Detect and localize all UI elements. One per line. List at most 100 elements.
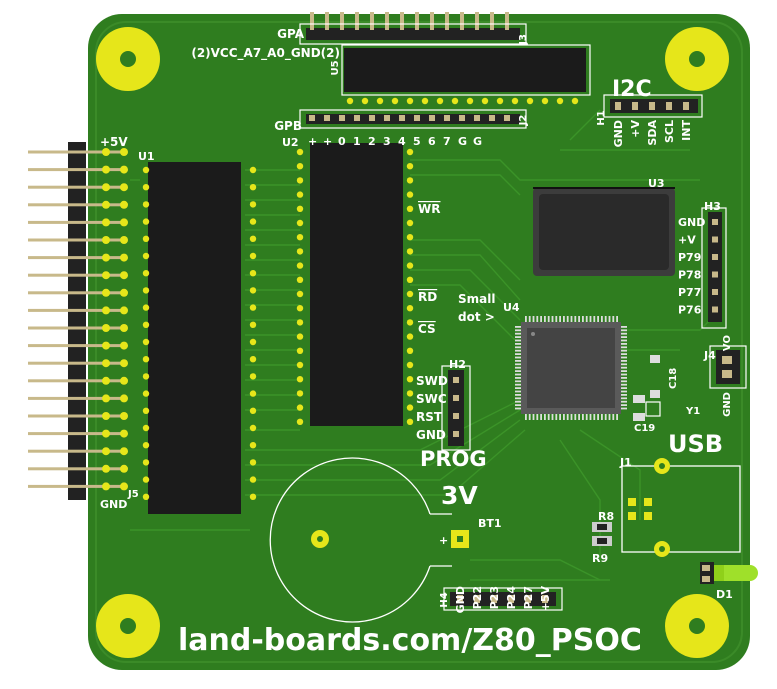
ref-u5: U5: [330, 60, 341, 75]
ref-r8: R8: [598, 510, 614, 523]
plus5v-label: +5V: [100, 135, 128, 149]
gpb-pins-text-3: 1: [353, 135, 361, 148]
ref-r9: R9: [592, 552, 608, 565]
h4-pin-labels: GND P22 P23 P24 P27 +5V: [454, 586, 552, 614]
ref-j1: J1: [619, 456, 632, 469]
h4-labels-2: P23: [488, 586, 501, 609]
h4-pins: [457, 595, 548, 603]
u2-chip: [310, 143, 403, 426]
h1-pins: [615, 102, 689, 110]
ref-j4: J4: [703, 349, 716, 362]
h3-header: [708, 212, 722, 322]
ref-h2: H2: [449, 358, 466, 371]
u1-pads: [142, 166, 257, 500]
ref-j5: J5: [127, 489, 139, 500]
h2-pins: [453, 377, 459, 437]
j2-header: [306, 114, 520, 124]
j4-pin-gnd: GND: [722, 392, 733, 417]
h4-labels-1: P22: [471, 586, 484, 609]
h2-labels-1: SWC: [416, 392, 447, 406]
ref-u3: U3: [648, 177, 665, 190]
gpb-pins-text-2: 0: [338, 135, 346, 148]
r8-r9-resistors: [592, 522, 612, 546]
ref-bt1: BT1: [478, 517, 502, 530]
h1-labels-1: +V: [629, 120, 642, 138]
ref-d1: D1: [716, 588, 733, 601]
u5-chip: [344, 48, 586, 92]
h4-labels-4: P27: [522, 586, 535, 609]
h2-labels-0: SWD: [416, 374, 448, 388]
j4-pin-vo: VO: [722, 335, 733, 351]
gpb-pins-text-0: +: [308, 135, 317, 148]
u2-pads: [296, 148, 414, 425]
ref-c19: C19: [634, 423, 655, 434]
ref-h3: H3: [704, 200, 721, 213]
gpa-pins-label: (2)VCC_A7_A0_GND(2): [191, 46, 340, 61]
h4-labels-5: +5V: [539, 586, 552, 612]
h2-header: [448, 370, 464, 446]
h4-labels-3: P24: [505, 586, 518, 610]
gpb-label: GPB: [274, 119, 302, 133]
h1-labels-2: SDA: [646, 120, 659, 146]
ref-j2: J2: [518, 115, 529, 127]
silk-outlines: [299, 23, 747, 611]
wr-signal-label: WR: [418, 202, 440, 216]
bt1-plus: +: [439, 534, 448, 547]
ref-u1: U1: [138, 150, 155, 163]
j3-pins: [310, 12, 509, 30]
h3-labels-4: P77: [678, 286, 701, 299]
pcb-board: [88, 14, 750, 670]
usb-label: USB: [668, 430, 723, 458]
u5-pads: [346, 97, 579, 105]
gpb-pins-text-7: 5: [413, 135, 421, 148]
ref-u2: U2: [282, 136, 299, 149]
mounting-hole-icon: [96, 27, 729, 658]
j1-usb-connector: [621, 458, 741, 557]
led-icon: [700, 562, 758, 584]
gpa-label: GPA: [277, 27, 305, 41]
h4-labels-0: GND: [454, 586, 467, 613]
h2-labels-3: GND: [416, 428, 446, 442]
u1-chip: [148, 162, 241, 514]
gpb-pins-text-1: +: [323, 135, 332, 148]
gpb-pins-text-8: 6: [428, 135, 436, 148]
rd-signal-label: RD: [418, 290, 437, 304]
h3-labels-5: P76: [678, 304, 702, 317]
voltage-label: 3V: [441, 481, 478, 510]
gpb-pins-text-11: G: [473, 135, 482, 148]
small-dot-label-2: dot >: [458, 310, 495, 324]
gpb-pins-text-4: 2: [368, 135, 376, 148]
h1-labels-3: SCL: [663, 120, 676, 143]
j2-pins: [309, 115, 510, 121]
h2-pin-labels: SWD SWC RST GND: [416, 374, 448, 442]
ref-h4: H4: [439, 592, 450, 607]
i2c-label: I2C: [612, 77, 652, 102]
c18-c19-passives: [633, 355, 661, 421]
h3-pins: [712, 219, 718, 313]
j3-header: [306, 28, 520, 40]
gpb-pins-text-9: 7: [443, 135, 451, 148]
h1-labels-0: GND: [612, 120, 625, 147]
gpb-pins-text-6: 4: [398, 135, 406, 148]
j5-edge-header: [28, 142, 128, 500]
h3-labels-0: GND: [678, 216, 705, 229]
h3-labels-2: P79: [678, 251, 701, 264]
gnd-label-j5: GND: [100, 498, 127, 511]
prog-label: PROG: [420, 447, 487, 471]
u4-qfp-chip: [521, 322, 621, 414]
ref-j3: J3: [518, 34, 529, 46]
ref-h1: H1: [596, 110, 607, 125]
h2-labels-2: RST: [416, 410, 443, 424]
gpb-pins-text-10: G: [458, 135, 467, 148]
h3-labels-1: +V: [678, 234, 696, 247]
u4-pins: [515, 316, 627, 420]
gpb-pins-text-5: 3: [383, 135, 391, 148]
cs-signal-label: CS: [418, 322, 436, 336]
battery-holder-icon: [269, 457, 469, 623]
website-label: land-boards.com/Z80_PSOC: [178, 623, 642, 658]
h3-labels-3: P78: [678, 269, 701, 282]
